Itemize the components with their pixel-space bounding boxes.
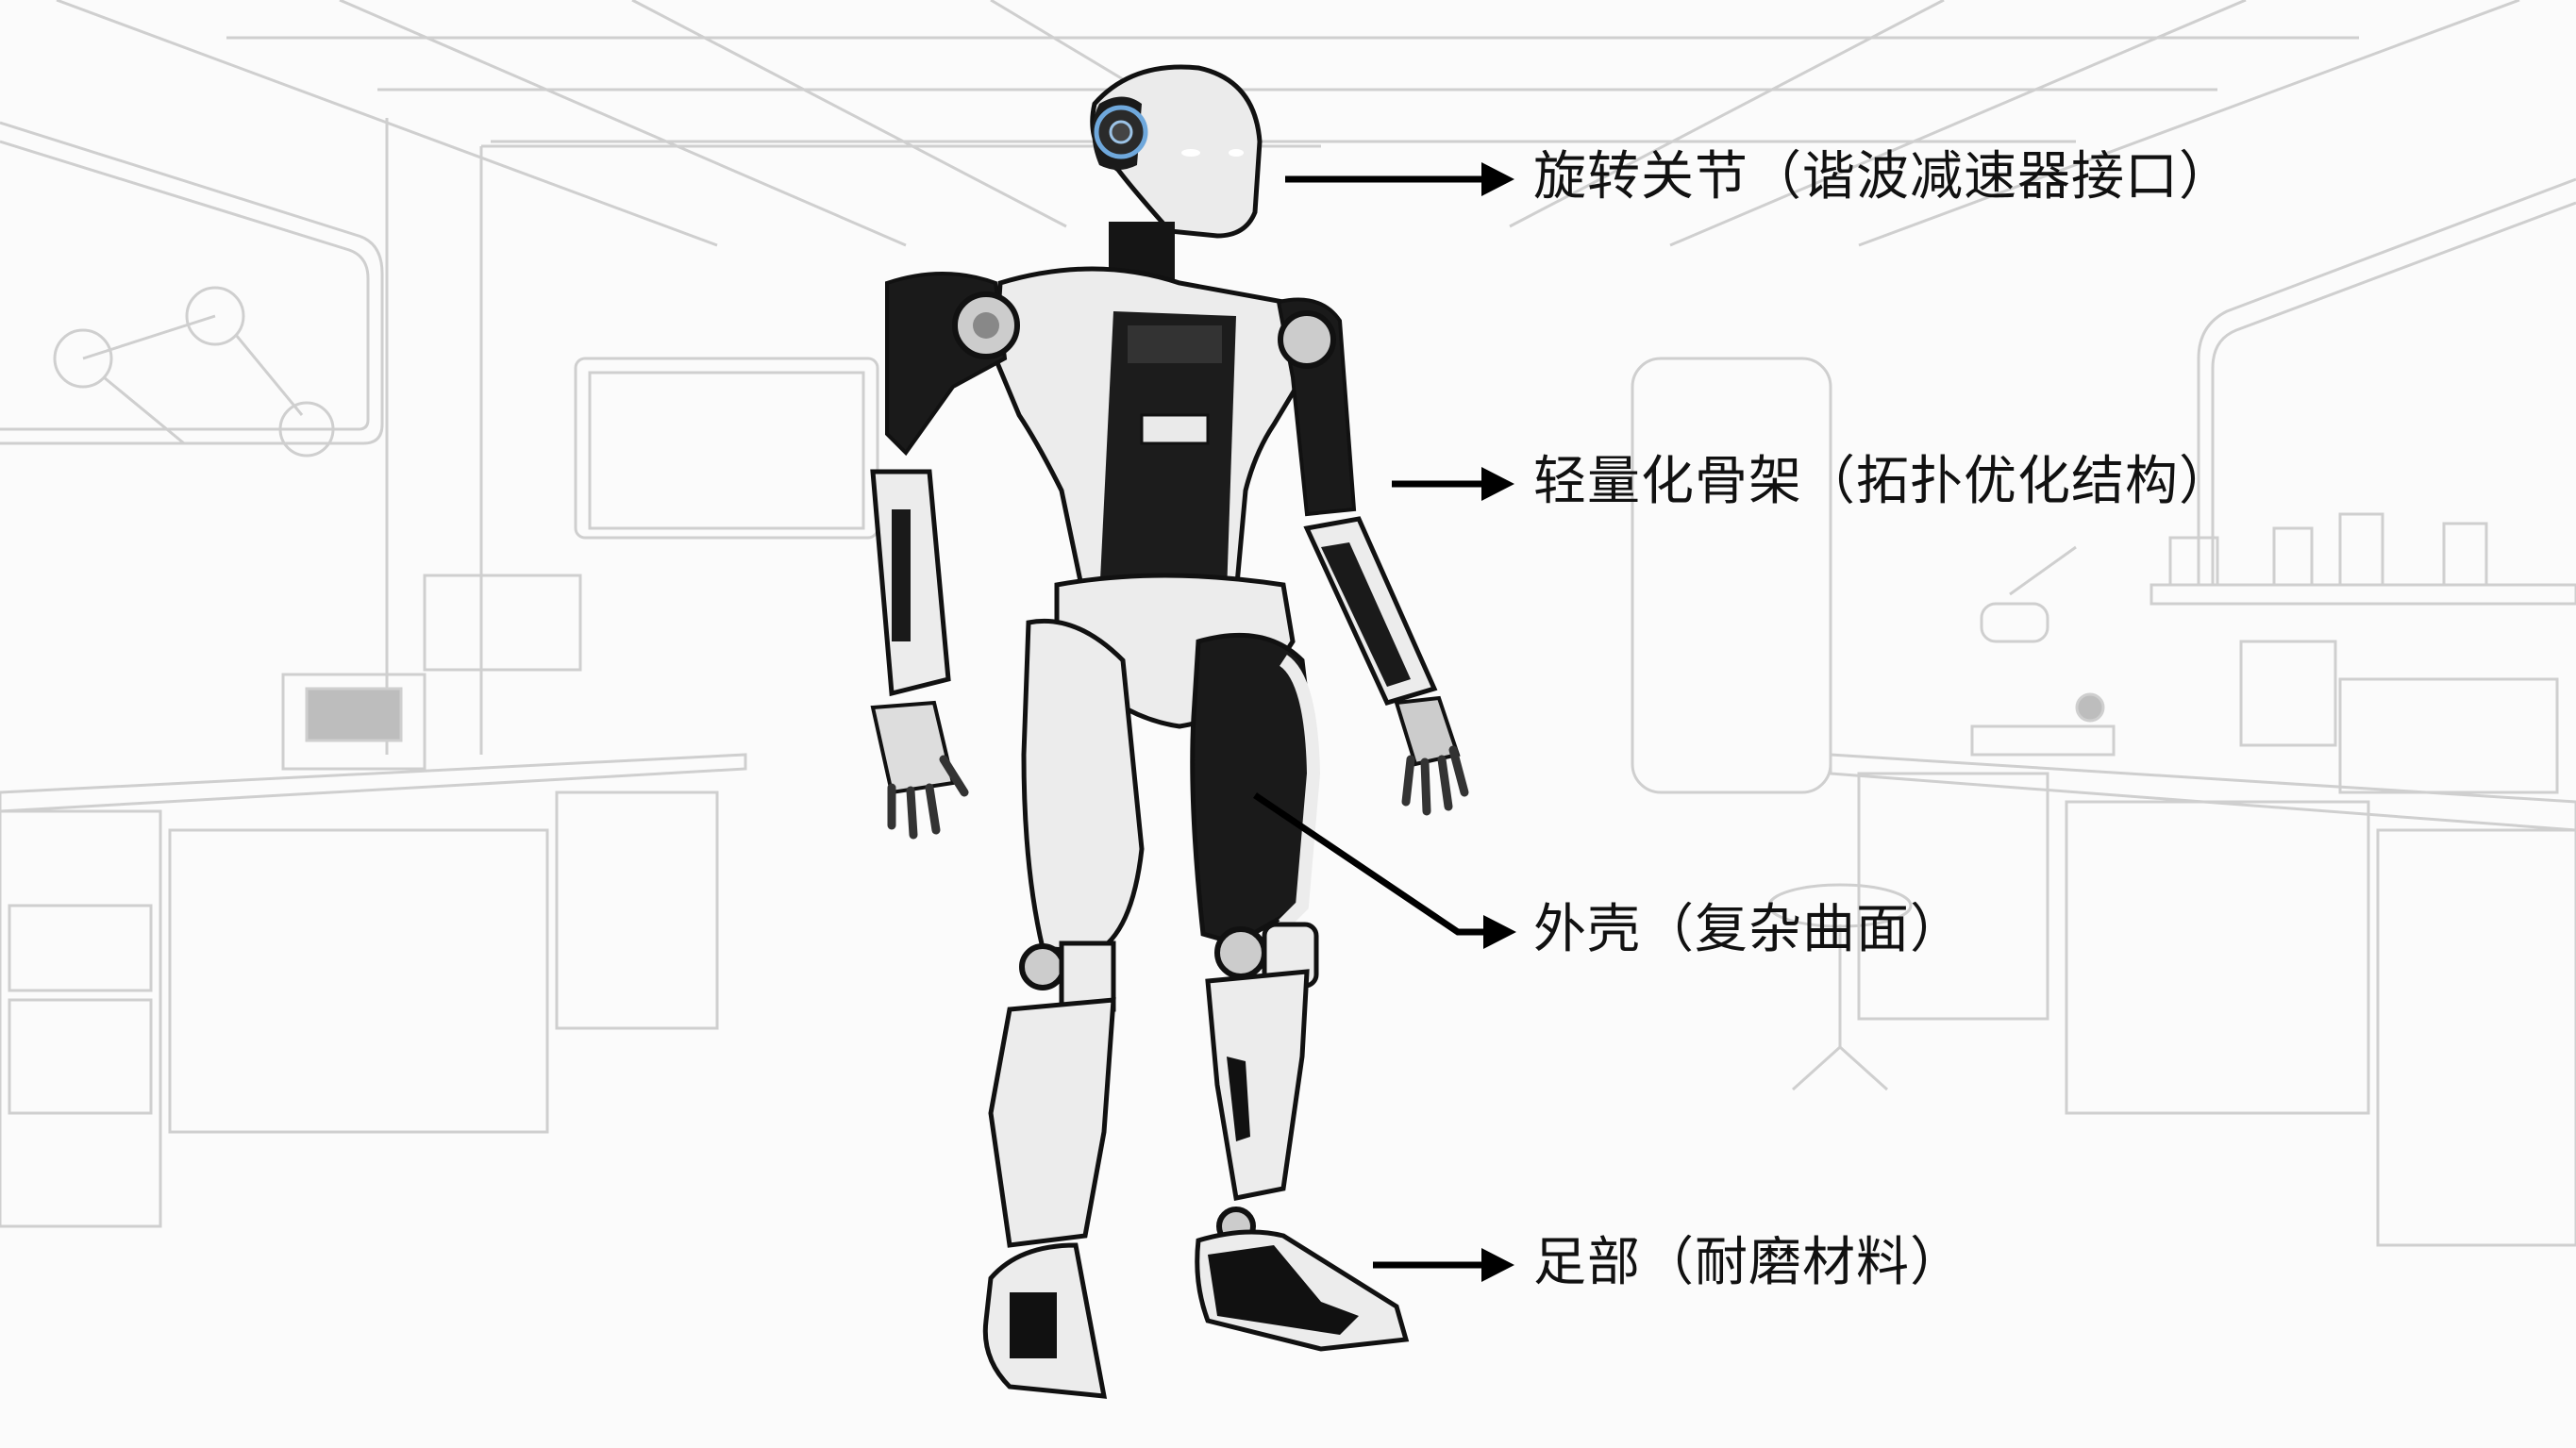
annotation-arrows <box>1253 162 1516 1282</box>
label-lightweight-skeleton: 轻量化骨架（拓扑优化结构） <box>1533 451 2233 512</box>
label-foot: 足部（耐磨材料） <box>1533 1232 1964 1293</box>
robot-thigh-shell <box>1190 632 1319 946</box>
arrow-foot-icon <box>1373 1248 1514 1282</box>
arrow-outer-shell-icon <box>1253 792 1516 949</box>
label-outer-shell: 外壳（复杂曲面） <box>1533 899 1964 960</box>
arrow-rotary-joint-icon <box>1285 162 1514 196</box>
label-rotary-joint: 旋转关节（谐波减速器接口） <box>1533 146 2233 208</box>
humanoid-robot <box>870 64 1469 1399</box>
arrow-lightweight-skeleton-icon <box>1392 467 1514 501</box>
lab-background <box>0 0 2576 1247</box>
